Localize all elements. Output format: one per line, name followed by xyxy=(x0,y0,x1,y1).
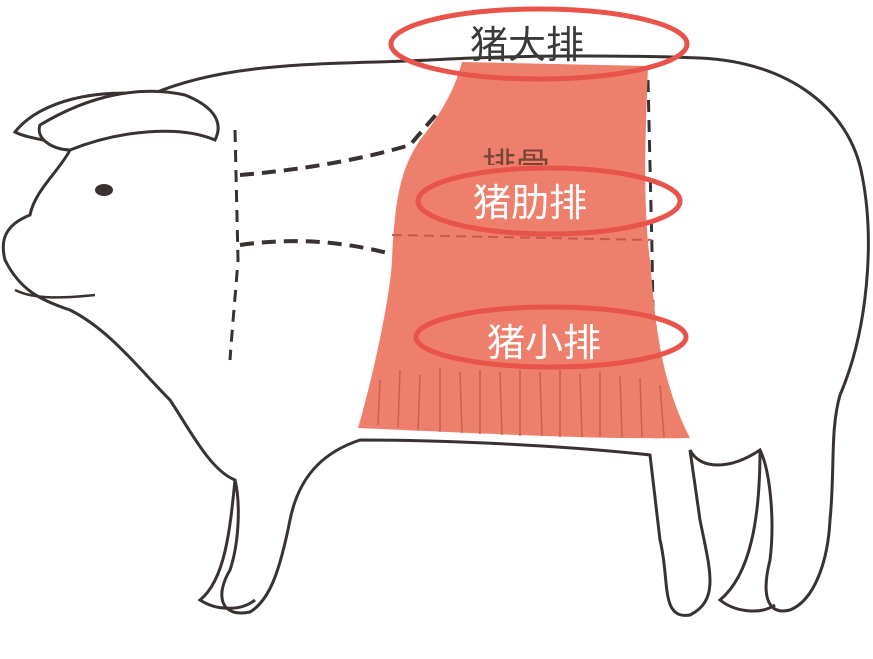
pig-mouth xyxy=(14,288,96,299)
pig-eye xyxy=(95,184,113,196)
circle-bot xyxy=(413,304,689,370)
rib-region xyxy=(358,62,690,439)
circle-top xyxy=(388,6,690,82)
cut-line-upper xyxy=(239,108,442,177)
faded-label: 排骨 xyxy=(482,138,550,165)
label-large-chop: 猪大排 xyxy=(470,23,585,67)
front-leg xyxy=(197,479,256,610)
rear-leg xyxy=(717,449,776,613)
fur-strokes xyxy=(377,368,665,438)
circle-mid xyxy=(415,165,683,237)
rib-division xyxy=(391,234,653,241)
label-small-ribs: 猪小排 xyxy=(487,321,602,365)
cut-line-rear xyxy=(646,79,657,441)
pig-ear xyxy=(37,89,220,152)
label-spare-ribs: 猪肋排 xyxy=(473,181,588,225)
cut-line-mid xyxy=(239,239,396,257)
